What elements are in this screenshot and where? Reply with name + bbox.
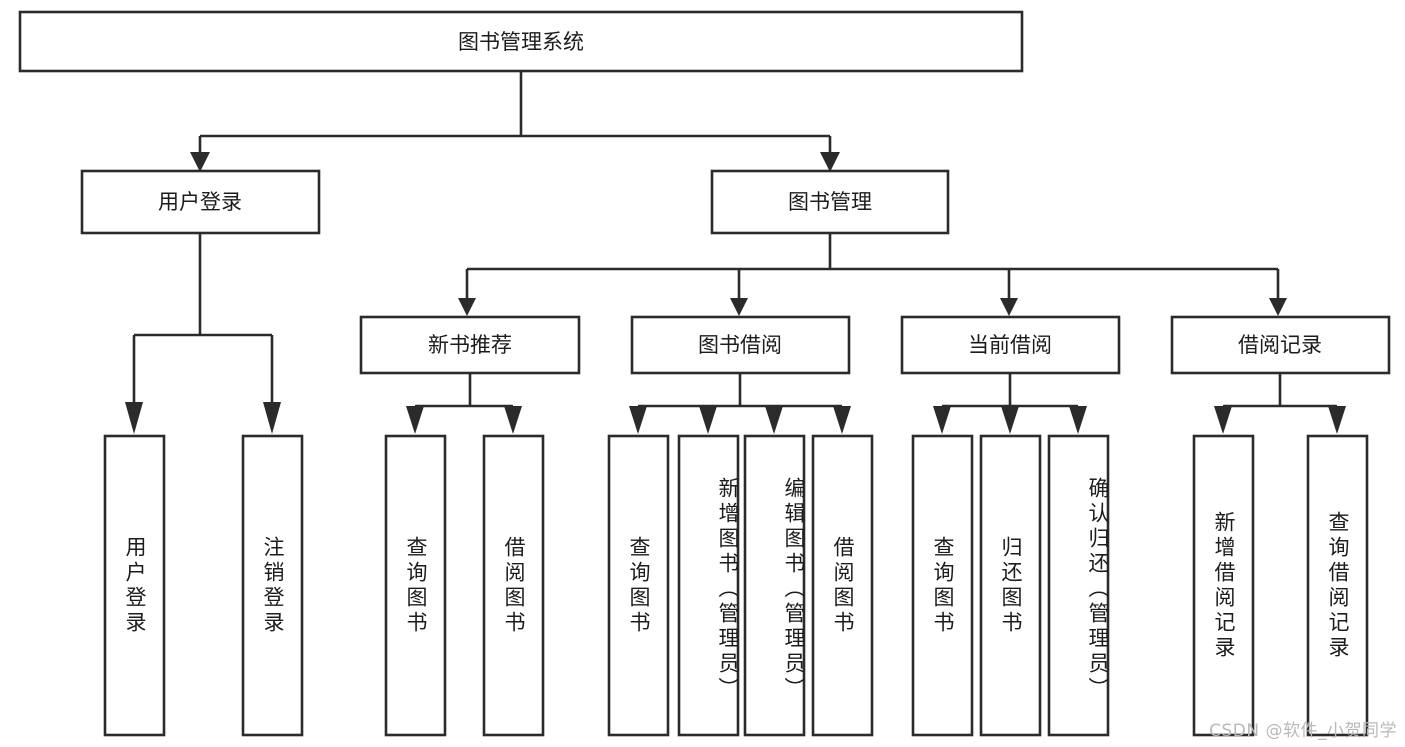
node-leaf-br-query-record-box[interactable] (1306, 434, 1369, 737)
node-borrow-record-label: 借阅记录 (1238, 333, 1322, 357)
node-leaf-bb-borrow-book-box[interactable] (811, 434, 874, 737)
node-leaf-rec-query-book-box[interactable] (384, 434, 447, 737)
arrowhead-leaf-br-add-record (1214, 406, 1232, 434)
node-user-login-box[interactable] (80, 169, 321, 235)
csdn-watermark: CSDN @软件_小贺同学 (1209, 721, 1397, 741)
node-current-borrow[interactable]: 当前借阅 (900, 315, 1121, 375)
node-leaf-cb-query-book-box[interactable] (911, 434, 974, 737)
node-leaf-br-add-record-box[interactable] (1192, 434, 1255, 737)
node-new-book-recommend-box[interactable] (359, 315, 581, 375)
arrowhead-leaf-br-query-record (1328, 406, 1346, 434)
node-new-book-recommend[interactable]: 新书推荐 (359, 315, 581, 375)
node-leaf-bb-edit-book-box[interactable] (743, 434, 806, 737)
arrowhead-current-borrow (1000, 298, 1018, 316)
arrowhead-book-manage (820, 152, 840, 172)
arrowhead-leaf-user-logout (263, 402, 281, 434)
node-borrow-record[interactable]: 借阅记录 (1170, 315, 1391, 375)
node-book-manage-label: 图书管理 (788, 190, 872, 214)
arrowhead-new-book-recommend (458, 298, 476, 316)
connector-layer (125, 71, 1346, 434)
arrowhead-leaf-rec-borrow-book (504, 406, 522, 434)
arrowhead-leaf-bb-add-book (699, 406, 717, 434)
node-leaf-rec-borrow-book-box[interactable] (482, 434, 545, 737)
arrowhead-leaf-bb-borrow-book (833, 406, 851, 434)
node-leaf-bb-query-book-box[interactable] (607, 434, 670, 737)
node-leaf-user-login-box[interactable] (103, 434, 166, 737)
node-root-box[interactable] (18, 10, 1024, 73)
node-current-borrow-label: 当前借阅 (968, 333, 1052, 357)
node-borrow-record-box[interactable] (1170, 315, 1391, 375)
node-leaf-cb-confirm-return-box[interactable] (1047, 434, 1110, 737)
arrowhead-user-login (190, 152, 210, 172)
node-book-borrow-label: 图书借阅 (698, 333, 782, 357)
arrowhead-borrow-record (1269, 298, 1287, 316)
arrowhead-leaf-cb-query-book (933, 406, 951, 434)
arrowhead-leaf-rec-query-book (406, 406, 424, 434)
node-new-book-recommend-label: 新书推荐 (428, 333, 512, 357)
node-user-login[interactable]: 用户登录 (80, 169, 321, 235)
node-leaf-cb-return-book-box[interactable] (979, 434, 1042, 737)
node-root[interactable]: 图书管理系统 (18, 10, 1024, 73)
arrowhead-book-borrow (730, 298, 748, 316)
arrowhead-leaf-bb-edit-book (765, 406, 783, 434)
node-leaf-user-logout-box[interactable] (241, 434, 304, 737)
arrowhead-leaf-cb-confirm-return (1069, 406, 1087, 434)
arrowhead-leaf-cb-return-book (1001, 406, 1019, 434)
node-book-borrow[interactable]: 图书借阅 (630, 315, 851, 375)
arrowhead-leaf-bb-query-book (629, 406, 647, 434)
node-book-borrow-box[interactable] (630, 315, 851, 375)
arrowhead-leaf-user-login (125, 402, 143, 434)
node-book-manage-box[interactable] (710, 169, 950, 235)
node-leaf-bb-add-book-box[interactable] (677, 434, 740, 737)
node-current-borrow-box[interactable] (900, 315, 1121, 375)
node-user-login-label: 用户登录 (158, 190, 242, 214)
node-root-label: 图书管理系统 (458, 30, 584, 54)
node-book-manage[interactable]: 图书管理 (710, 169, 950, 235)
